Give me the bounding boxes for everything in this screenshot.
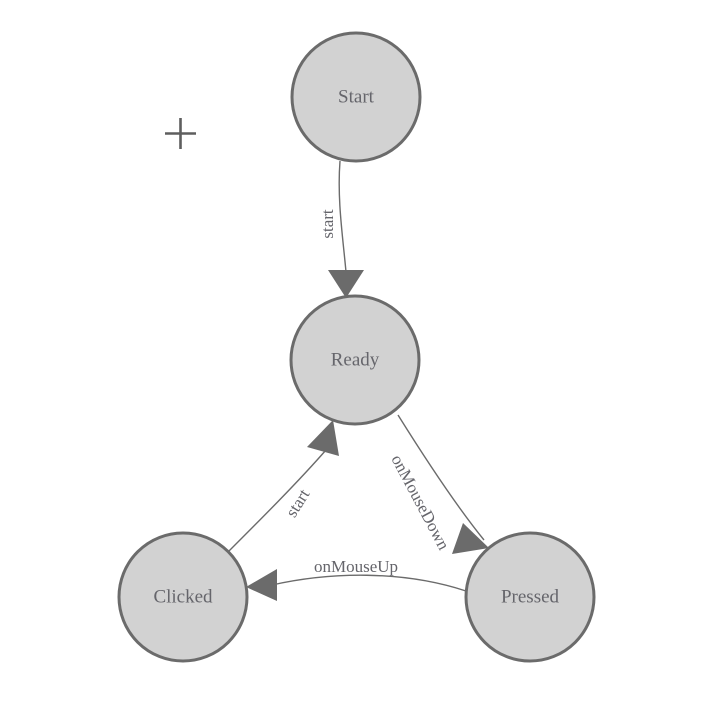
node-ready-label: Ready bbox=[331, 349, 380, 370]
edge-ready-to-pressed-arrowhead bbox=[452, 523, 489, 554]
edge-pressed-to-clicked-arrowhead bbox=[246, 569, 277, 601]
edge-label-clicked-to-ready: start bbox=[282, 485, 314, 520]
node-start[interactable]: Start bbox=[290, 31, 422, 163]
node-start-circle bbox=[290, 31, 422, 163]
node-clicked-label: Clicked bbox=[153, 586, 213, 607]
edge-label-pressed-to-clicked: onMouseUp bbox=[314, 557, 398, 576]
crosshair-icon[interactable] bbox=[165, 118, 196, 149]
edge-start-to-ready-path bbox=[338, 160, 347, 273]
node-clicked-circle bbox=[117, 531, 249, 663]
edge-start-to-ready-arrowhead bbox=[328, 270, 364, 298]
node-pressed[interactable]: Pressed bbox=[464, 531, 596, 663]
edge-label-ready-to-pressed: onMouseDown bbox=[387, 452, 453, 554]
node-clicked[interactable]: Clicked bbox=[117, 531, 249, 663]
edge-ready-to-pressed-path bbox=[397, 414, 485, 541]
node-ready-circle bbox=[289, 294, 421, 426]
edge-clicked-to-ready[interactable]: start bbox=[227, 420, 339, 553]
edge-start-to-ready[interactable]: start bbox=[318, 160, 364, 298]
edge-ready-to-pressed[interactable]: onMouseDown bbox=[387, 414, 489, 554]
edge-clicked-to-ready-arrowhead bbox=[307, 420, 339, 456]
node-pressed-label: Pressed bbox=[501, 586, 560, 607]
edge-label-start-to-ready: start bbox=[318, 209, 337, 239]
edge-pressed-to-clicked-path bbox=[271, 574, 467, 592]
edge-pressed-to-clicked[interactable]: onMouseUp bbox=[246, 557, 467, 601]
node-ready[interactable]: Ready bbox=[289, 294, 421, 426]
node-start-label: Start bbox=[338, 86, 375, 107]
node-pressed-circle bbox=[464, 531, 596, 663]
edge-clicked-to-ready-path bbox=[227, 449, 327, 553]
